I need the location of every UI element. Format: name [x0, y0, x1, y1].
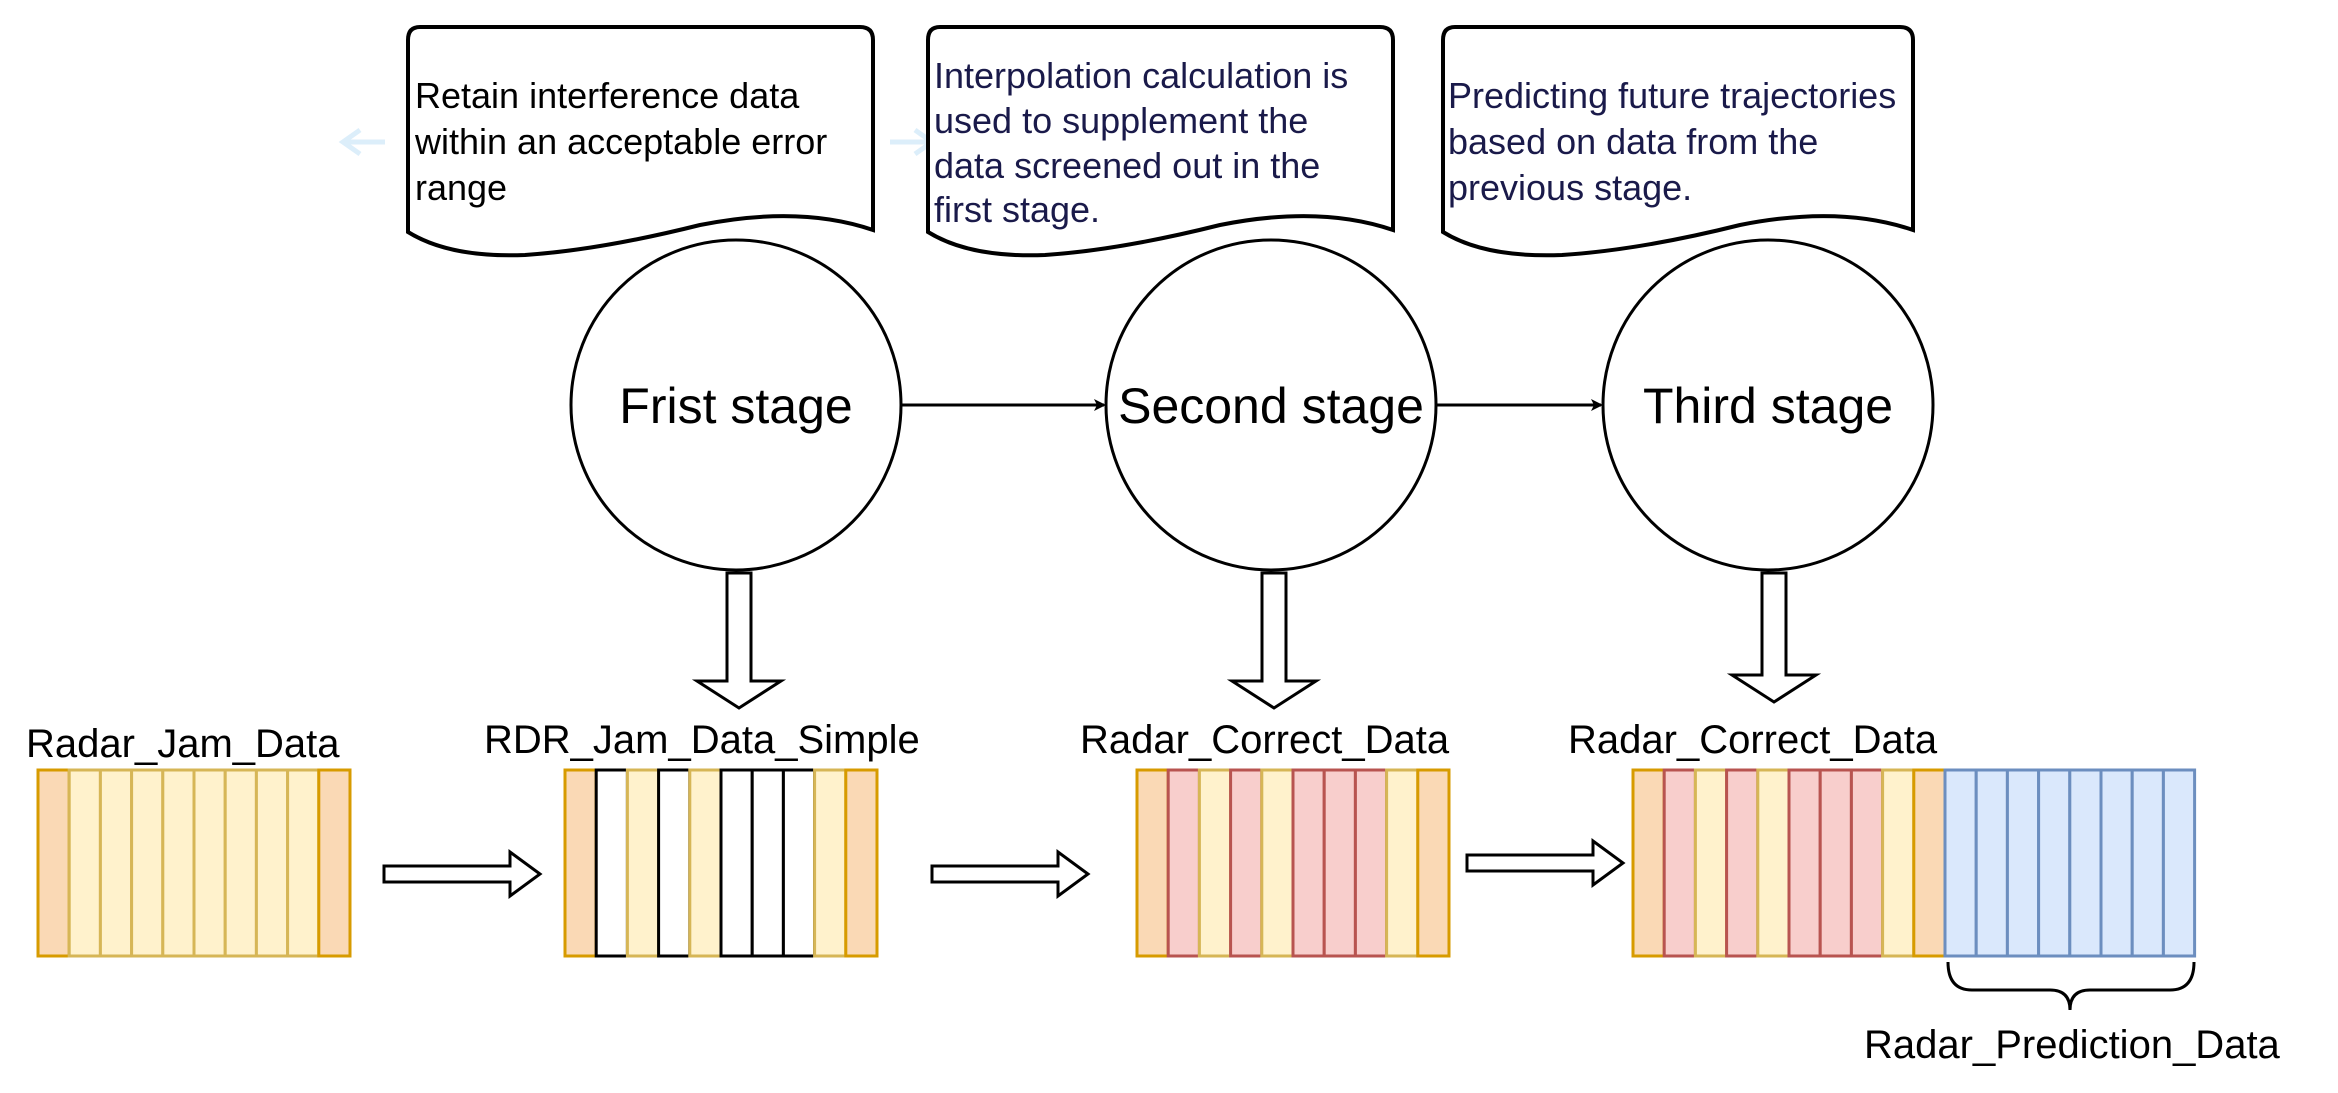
data-label-radar-jam: Radar_Jam_Data: [26, 722, 340, 766]
note-first-stage-line-1: Retain interference data: [415, 75, 800, 116]
data-cell-yellow: [130, 768, 165, 958]
data-cell-yellow: [161, 768, 196, 958]
data-block-radar-jam: [36, 768, 352, 958]
data-cell-red: [1662, 768, 1697, 958]
prediction-brace: [1946, 961, 2196, 1011]
note-second-stage-line-4: first stage.: [934, 189, 1100, 230]
data-cell-white: [781, 768, 817, 958]
data-cell-yellow: [254, 768, 290, 958]
stage-label-first: Frist stage: [619, 378, 852, 434]
data-cell-yellow: [1260, 768, 1295, 958]
faint-right-arrow-icon: [890, 127, 937, 157]
data-cell-blue: [1974, 768, 2009, 958]
data-cell-yellow: [1756, 768, 1791, 958]
down-arrow-first-icon: [691, 571, 787, 710]
data-cell-red: [1166, 768, 1201, 958]
data-label-rdr-jam-simple: RDR_Jam_Data_Simple: [484, 718, 920, 762]
data-label-radar-prediction: Radar_Prediction_Data: [1864, 1023, 2281, 1067]
note-first-stage-line-2: within an acceptable error: [414, 121, 827, 162]
data-block-radar-prediction: [1943, 768, 2197, 958]
note-second-stage-line-3: data screened out in the: [934, 145, 1320, 186]
data-cell-blue: [1943, 768, 1978, 958]
note-third-stage-line-3: previous stage.: [1448, 167, 1692, 208]
data-label-radar-correct-1: Radar_Correct_Data: [1080, 718, 1450, 762]
data-cell-red: [1818, 768, 1853, 958]
data-cell-yellow: [688, 768, 723, 958]
right-arrow-1-icon: [382, 849, 543, 899]
data-cell-white: [594, 768, 629, 958]
stage-circle-third: Third stage: [1601, 238, 1935, 572]
data-block-rdr-jam-simple: [563, 768, 879, 958]
data-cell-yellow: [286, 768, 321, 958]
data-cell-orange: [844, 768, 879, 958]
data-cell-yellow: [192, 768, 227, 958]
data-cell-red: [1849, 768, 1885, 958]
stage-label-second: Second stage: [1118, 378, 1424, 434]
data-cell-orange: [36, 768, 71, 958]
note-first-stage-line-3: range: [415, 167, 507, 208]
note-third-stage-line-2: based on data from the: [1448, 121, 1818, 162]
note-third-stage-line-1: Predicting future trajectories: [1448, 75, 1896, 116]
note-second-stage-line-2: used to supplement the: [934, 100, 1308, 141]
stage-circle-first: Frist stage: [569, 238, 903, 572]
data-cell-yellow: [813, 768, 848, 958]
data-cell-blue: [2037, 768, 2072, 958]
right-arrow-3-icon: [1465, 838, 1626, 888]
note-second-stage-line-1: Interpolation calculation is: [934, 55, 1348, 96]
data-cell-yellow: [67, 768, 102, 958]
data-cell-orange: [317, 768, 352, 958]
down-arrow-third-icon: [1726, 571, 1822, 704]
data-cell-white: [719, 768, 754, 958]
data-label-radar-correct-2: Radar_Correct_Data: [1568, 718, 1938, 762]
data-cell-orange: [1416, 768, 1451, 958]
note-second-stage: Interpolation calculation is used to sup…: [926, 25, 1395, 258]
data-cell-yellow: [1693, 768, 1729, 958]
data-cell-white: [750, 768, 785, 958]
stage-label-third: Third stage: [1643, 378, 1893, 434]
data-cell-blue: [2005, 768, 2041, 958]
data-cell-yellow: [625, 768, 661, 958]
data-cell-yellow: [1881, 768, 1916, 958]
data-cell-blue: [2161, 768, 2197, 958]
data-cell-red: [1291, 768, 1326, 958]
note-first-stage: Retain interference data within an accep…: [406, 25, 875, 258]
data-cell-red: [1353, 768, 1389, 958]
down-arrow-second-icon: [1226, 571, 1322, 710]
right-arrow-2-icon: [930, 849, 1091, 899]
data-cell-blue: [2068, 768, 2103, 958]
note-third-stage: Predicting future trajectories based on …: [1441, 25, 1915, 258]
faint-left-arrow-icon: [338, 127, 385, 157]
data-cell-orange: [1912, 768, 1947, 958]
data-block-radar-correct-1: [1135, 768, 1451, 958]
data-block-radar-correct-2: [1631, 768, 1947, 958]
data-cell-orange: [1135, 768, 1170, 958]
data-cell-red: [1229, 768, 1264, 958]
data-cell-red: [1787, 768, 1822, 958]
data-cell-red: [1322, 768, 1357, 958]
stage-circle-second: Second stage: [1104, 238, 1438, 572]
data-cell-blue: [2130, 768, 2165, 958]
data-cell-yellow: [98, 768, 134, 958]
data-cell-yellow: [1385, 768, 1420, 958]
data-cell-yellow: [1197, 768, 1233, 958]
data-cell-white: [657, 768, 692, 958]
data-cell-yellow: [223, 768, 258, 958]
data-cell-orange: [1631, 768, 1666, 958]
data-cell-blue: [2099, 768, 2134, 958]
data-cell-orange: [563, 768, 598, 958]
data-cell-red: [1725, 768, 1760, 958]
